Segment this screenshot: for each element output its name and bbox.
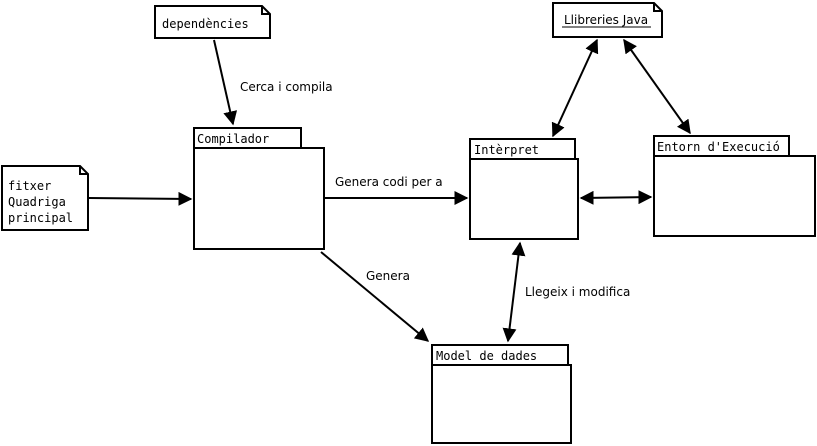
runtime-java-libraries-arrow [623,38,691,135]
data-model-package: Model de dades [431,344,572,444]
main-file-line-3: principal [8,211,73,225]
compiler-to-data-model-arrow [320,251,430,342]
reads-modifies-label: Llegeix i modifica [525,285,630,299]
runtime-label: Entorn d'Execució [657,140,780,154]
dependencies-label: dependències [162,17,249,31]
interpreter-runtime-arrow [579,190,653,205]
interpreter-data-model-arrow [502,241,526,343]
runtime-package: Entorn d'Execució [653,135,816,237]
data-model-label: Model de dades [436,349,537,363]
interpreter-package: Intèrpret [469,138,579,240]
java-libraries-note: Llibreries Java [552,2,663,38]
interpreter-label: Intèrpret [474,143,539,157]
compiler-label: Compilador [197,132,269,146]
main-file-note: fitxer Quadriga principal [1,165,89,231]
java-libraries-label: Llibreries Java [564,13,648,27]
generates-code-for-label: Genera codi per a [335,175,443,189]
dependencies-note: dependències [154,5,271,39]
main-file-line-1: fitxer [8,179,51,193]
compiler-package: Compilador [193,127,325,250]
main-file-to-compiler-arrow [88,191,193,206]
search-compile-label: Cerca i compila [240,80,333,94]
generates-label: Genera [366,269,410,283]
dependencies-to-compiler-arrow [213,39,238,126]
main-file-line-2: Quadriga [8,195,66,209]
interpreter-java-libraries-arrow [551,38,599,138]
